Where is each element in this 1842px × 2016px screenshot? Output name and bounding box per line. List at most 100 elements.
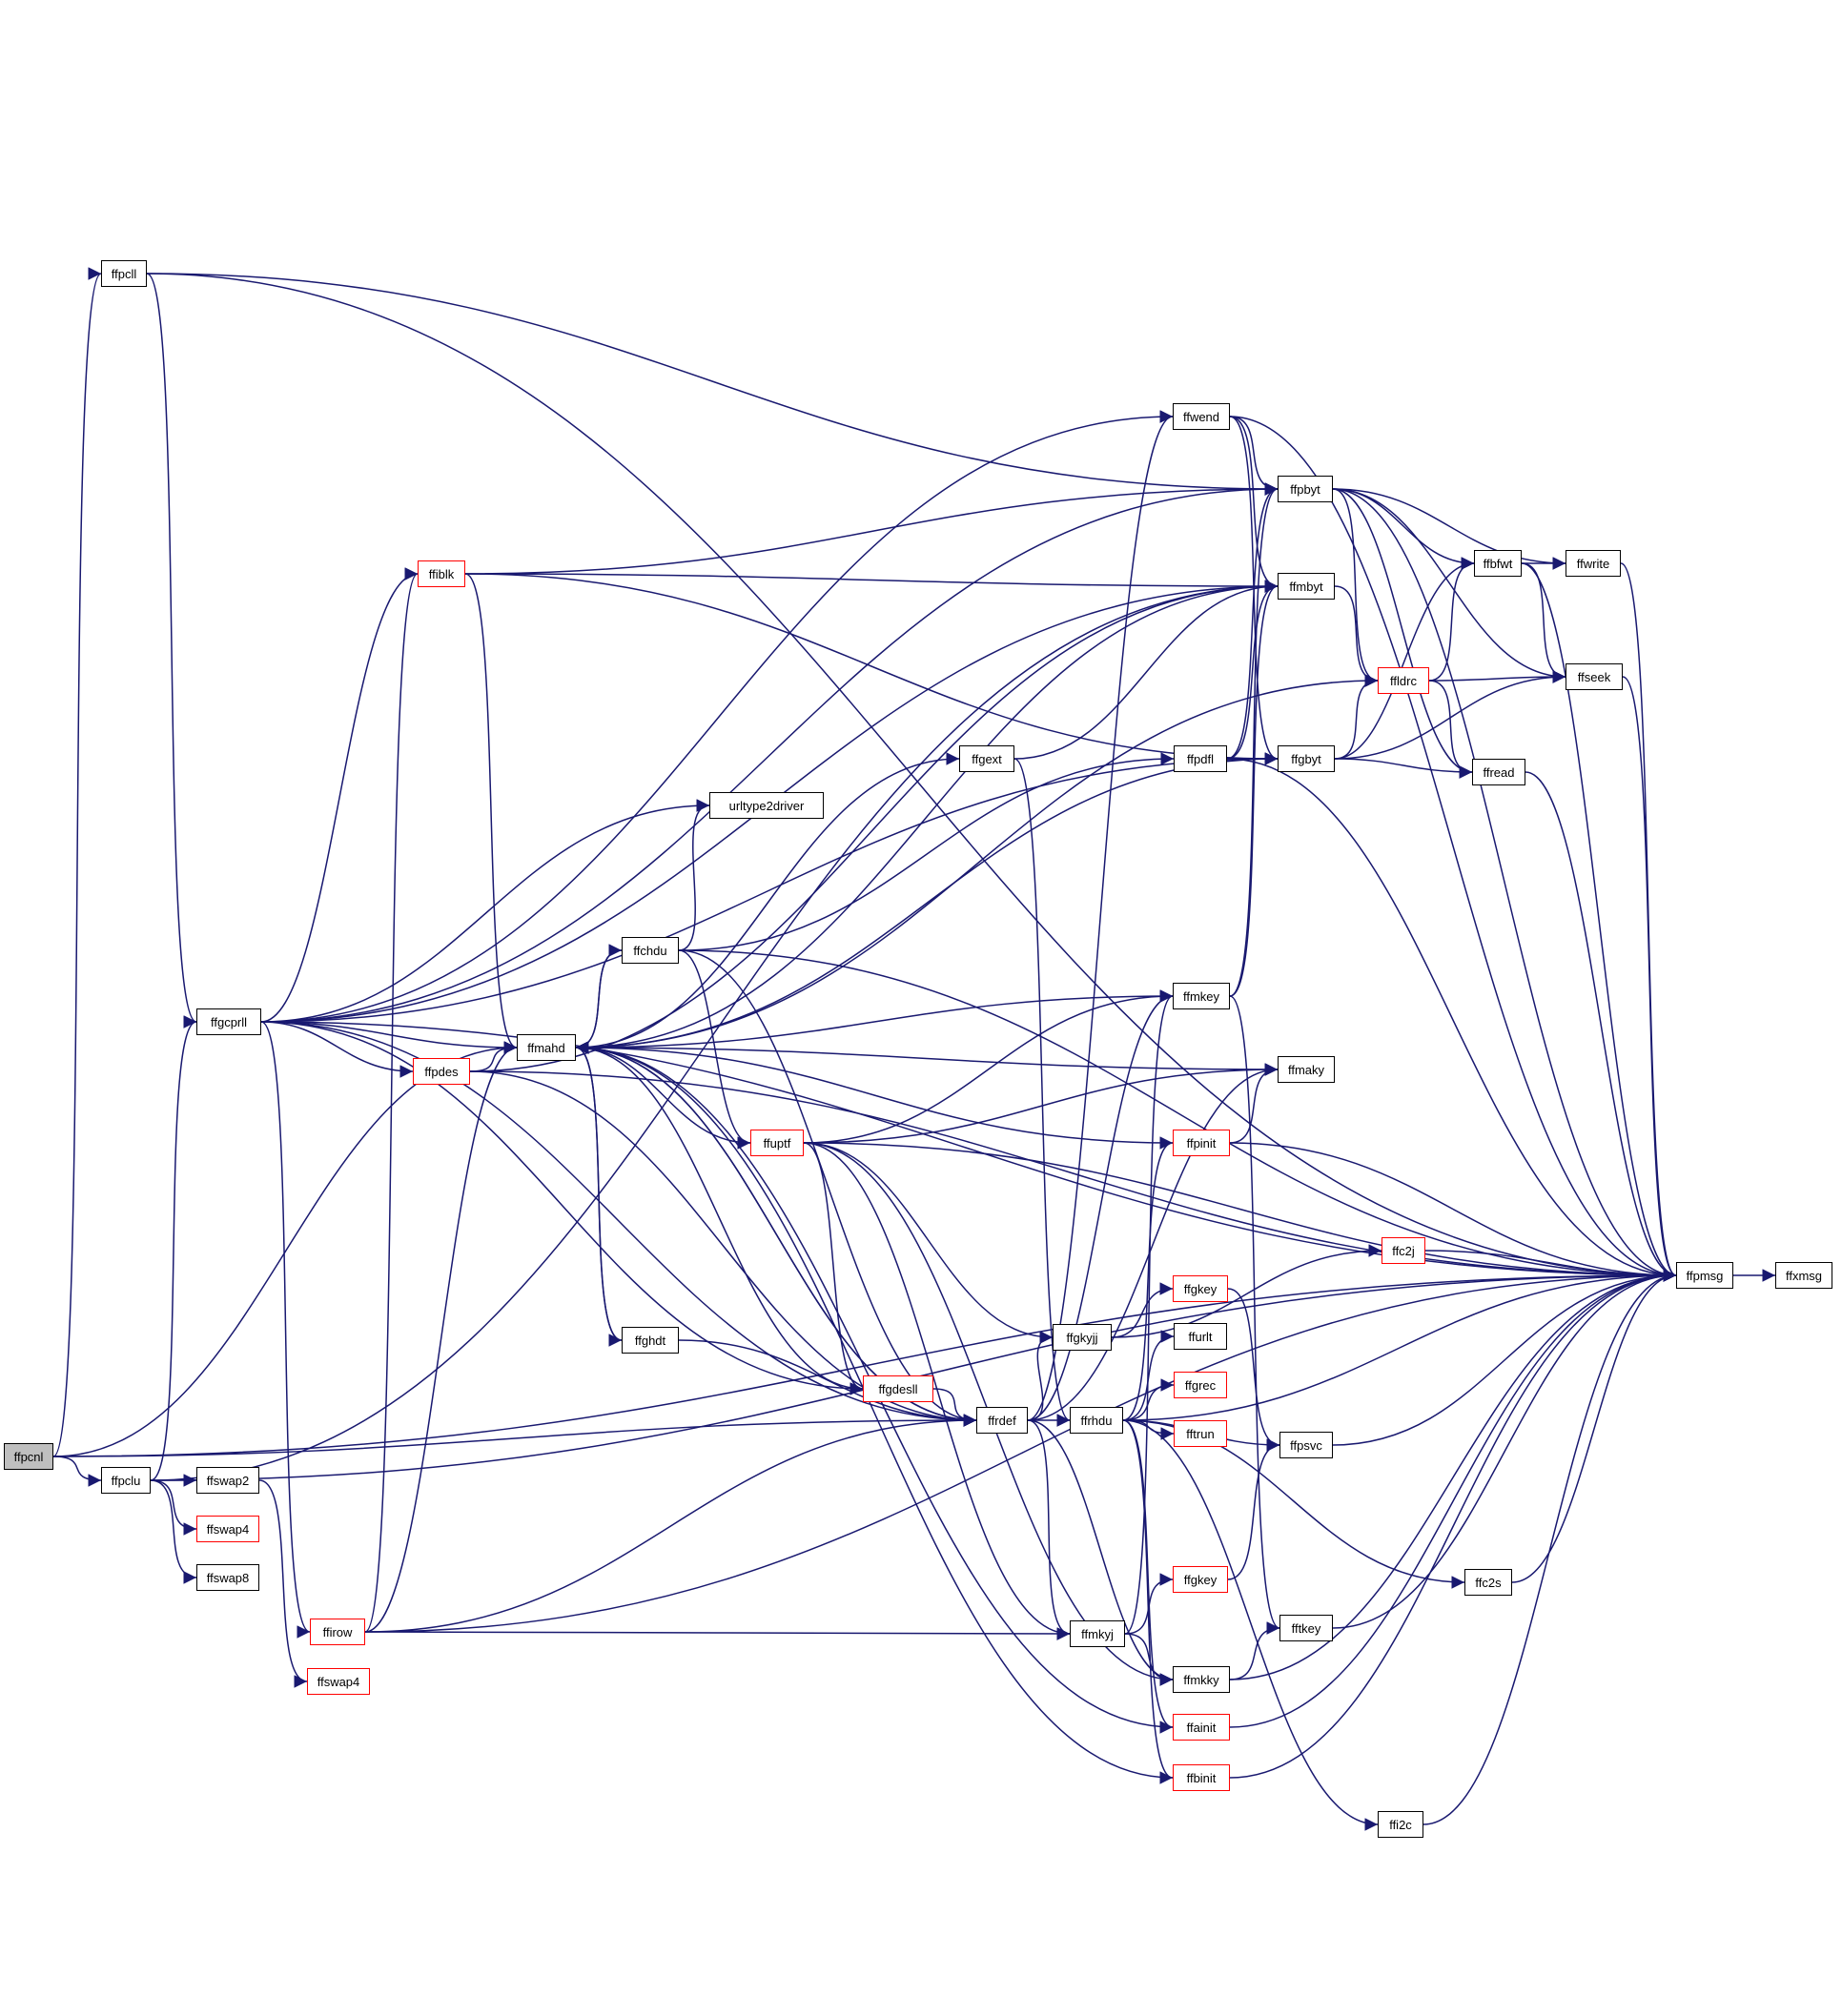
- node-ffpcnl[interactable]: ffpcnl: [4, 1443, 53, 1470]
- edge-ffpcnl-to-ffpcll: [52, 267, 102, 1457]
- edge-ffirow-to-ffpmsg: [364, 1269, 1677, 1633]
- edge-ffmahd-to-ffmbyt: [575, 580, 1279, 1049]
- node-ffpcll[interactable]: ffpcll: [101, 260, 147, 287]
- node-fftrun[interactable]: fftrun: [1174, 1420, 1227, 1447]
- node-ffgkyjj[interactable]: ffgkyjj: [1053, 1324, 1112, 1351]
- edge-ffgdesll-to-ffrdef: [932, 1388, 977, 1427]
- edge-ffrdef-to-ffmkky: [1027, 1419, 1174, 1686]
- edge-ffpdfl-to-ffpmsg: [1226, 758, 1677, 1282]
- node-ffgkey2[interactable]: ffgkey: [1173, 1566, 1228, 1593]
- node-ffuptf[interactable]: ffuptf: [750, 1130, 804, 1156]
- node-ffmahd[interactable]: ffmahd: [517, 1034, 576, 1061]
- edge-ffgkey2-to-ffpsvc: [1227, 1438, 1280, 1580]
- edge-ffmkey-to-ffmahd: [575, 995, 1174, 1054]
- edge-ffchdu-to-ffpmsg: [678, 949, 1677, 1282]
- edge-ffrdef-to-ffwend: [1027, 410, 1174, 1421]
- node-ffread[interactable]: ffread: [1472, 759, 1525, 785]
- node-fftkey[interactable]: fftkey: [1279, 1615, 1333, 1641]
- edge-ffpdfl-to-ffpbyt: [1226, 482, 1279, 760]
- edge-ffchdu-to-urltype2driver: [678, 799, 710, 951]
- node-ffc2s[interactable]: ffc2s: [1464, 1569, 1512, 1596]
- node-ffiblk[interactable]: ffiblk: [418, 560, 465, 587]
- edge-ffpcnl-to-ffpmsg: [52, 1269, 1677, 1457]
- edge-ffuptf-to-ffgdesll: [803, 1142, 864, 1395]
- node-ffpbyt[interactable]: ffpbyt: [1278, 476, 1333, 502]
- node-ffswap4a[interactable]: ffswap4: [196, 1516, 259, 1542]
- edge-ffpdfl-to-ffmbyt: [1226, 580, 1279, 760]
- node-ffgdesll[interactable]: ffgdesll: [863, 1375, 933, 1402]
- edge-ffrdef-to-ffmkey: [1027, 989, 1174, 1421]
- edge-ffpclu-to-ffswap4a: [150, 1479, 197, 1536]
- node-ffurlt[interactable]: ffurlt: [1174, 1323, 1227, 1350]
- edge-ffwend-to-ffpbyt: [1229, 416, 1279, 496]
- edge-ffc2s-to-ffpmsg: [1511, 1269, 1677, 1583]
- edge-ffmkyj-to-ffgkey2: [1124, 1573, 1174, 1635]
- node-ffmaky[interactable]: ffmaky: [1278, 1056, 1335, 1083]
- edge-ffiblk-to-ffmbyt: [464, 573, 1279, 593]
- node-ffpclu[interactable]: ffpclu: [101, 1467, 151, 1494]
- edge-ffgcprll-to-ffirow: [260, 1021, 311, 1639]
- edge-ffmkky-to-fftkey: [1229, 1621, 1280, 1680]
- edge-ffirow-to-ffrdef: [364, 1414, 977, 1633]
- node-ffghdt[interactable]: ffghdt: [622, 1327, 679, 1354]
- node-ffgrec[interactable]: ffgrec: [1174, 1372, 1227, 1398]
- node-ffirow[interactable]: ffirow: [310, 1619, 365, 1645]
- edge-ffpcnl-to-ffrdef: [52, 1414, 977, 1457]
- edge-ffmkey-to-ffpbyt: [1229, 482, 1279, 997]
- node-ffgkey1[interactable]: ffgkey: [1173, 1275, 1228, 1302]
- node-ffmkky[interactable]: ffmkky: [1173, 1666, 1230, 1693]
- edge-ffuptf-to-ffgkyjj: [803, 1142, 1054, 1344]
- node-ffbinit[interactable]: ffbinit: [1173, 1764, 1230, 1791]
- node-ffgext[interactable]: ffgext: [959, 745, 1014, 772]
- node-ffgbyt[interactable]: ffgbyt: [1278, 745, 1335, 772]
- edge-ffpdes-to-ffpmsg: [469, 1070, 1677, 1282]
- node-ffswap4b[interactable]: ffswap4: [307, 1668, 370, 1695]
- edge-ffgbyt-to-ffldrc: [1334, 674, 1379, 760]
- node-ffseek[interactable]: ffseek: [1566, 663, 1623, 690]
- node-ffswap8[interactable]: ffswap8: [196, 1564, 259, 1591]
- node-ffswap2[interactable]: ffswap2: [196, 1467, 259, 1494]
- edge-ffgcprll-to-ffmahd: [260, 1021, 518, 1054]
- node-ffi2c[interactable]: ffi2c: [1378, 1811, 1423, 1838]
- edge-ffrhdu-to-ffainit: [1122, 1419, 1174, 1734]
- edge-ffiblk-to-ffpbyt: [464, 482, 1279, 575]
- edge-ffpbyt-to-ffpmsg: [1332, 488, 1677, 1282]
- edge-ffgcprll-to-ffrdef: [260, 1021, 977, 1427]
- node-ffpinit[interactable]: ffpinit: [1173, 1130, 1230, 1156]
- edge-ffgcprll-to-ffpbyt: [260, 482, 1279, 1023]
- edge-ffgext-to-ffmbyt: [1013, 580, 1279, 760]
- node-urltype2driver[interactable]: urltype2driver: [709, 792, 824, 819]
- node-ffc2j[interactable]: ffc2j: [1382, 1237, 1425, 1264]
- node-ffmbyt[interactable]: ffmbyt: [1278, 573, 1335, 600]
- edge-ffpbyt-to-ffread: [1332, 488, 1473, 779]
- node-ffxmsg[interactable]: ffxmsg: [1775, 1262, 1832, 1289]
- node-ffrdef[interactable]: ffrdef: [976, 1407, 1028, 1434]
- edge-ffirow-to-ffmahd: [364, 1041, 518, 1633]
- node-ffainit[interactable]: ffainit: [1173, 1714, 1230, 1741]
- node-ffpdes[interactable]: ffpdes: [413, 1058, 470, 1085]
- edge-ffgcprll-to-ffgdesll: [260, 1021, 864, 1395]
- node-ffwend[interactable]: ffwend: [1173, 403, 1230, 430]
- node-ffrhdu[interactable]: ffrhdu: [1070, 1407, 1123, 1434]
- node-ffwrite[interactable]: ffwrite: [1566, 550, 1621, 577]
- edge-ffpclu-to-ffgcprll: [150, 1015, 197, 1481]
- node-ffpsvc[interactable]: ffpsvc: [1279, 1432, 1333, 1458]
- edge-ffi2c-to-ffpmsg: [1422, 1269, 1677, 1825]
- node-ffpmsg[interactable]: ffpmsg: [1676, 1262, 1733, 1289]
- node-ffpdfl[interactable]: ffpdfl: [1174, 745, 1227, 772]
- edge-ffpcll-to-ffgcprll: [146, 273, 197, 1028]
- edge-ffmkey-to-fftkey: [1229, 995, 1280, 1635]
- node-ffmkyj[interactable]: ffmkyj: [1070, 1620, 1125, 1647]
- edge-ffmaky-to-ffmahd: [575, 1041, 1279, 1070]
- edge-ffchdu-to-ffmahd: [575, 949, 623, 1054]
- edge-ffiblk-to-ffgbyt: [464, 573, 1279, 765]
- node-ffgcprll[interactable]: ffgcprll: [196, 1008, 261, 1035]
- node-ffchdu[interactable]: ffchdu: [622, 937, 679, 964]
- node-ffmkey[interactable]: ffmkey: [1173, 983, 1230, 1009]
- edge-ffuptf-to-ffmaky: [803, 1063, 1279, 1144]
- node-ffbfwt[interactable]: ffbfwt: [1474, 550, 1522, 577]
- node-ffldrc[interactable]: ffldrc: [1378, 667, 1429, 694]
- edge-ffrhdu-to-ffgrec: [1122, 1378, 1175, 1421]
